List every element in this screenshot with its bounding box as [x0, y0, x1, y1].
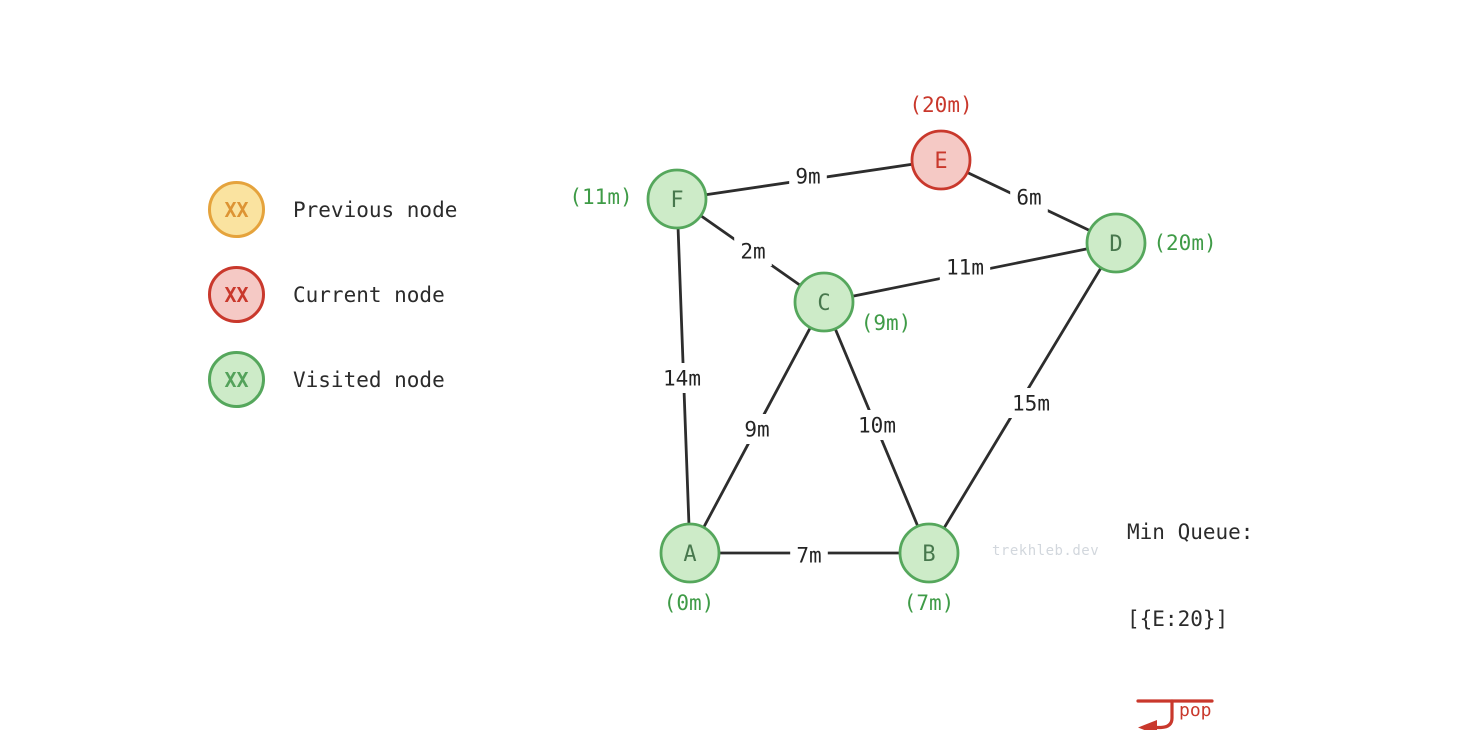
node-distance-F: (11m) [569, 185, 632, 209]
node-distance-E: (20m) [909, 93, 972, 117]
node-distance-C: (9m) [861, 311, 912, 335]
edge-weight-CD: 11m [946, 256, 984, 280]
edge-weight-AB: 7m [796, 544, 821, 568]
node-A [659, 522, 721, 584]
edge-weight-bg-CD [939, 252, 991, 282]
edge-weight-FA: 14m [663, 367, 701, 391]
legend-item-current: XX Current node [208, 266, 457, 323]
legend-item-previous: XX Previous node [208, 181, 457, 238]
node-letter-B: B [922, 542, 935, 567]
legend-circle-current: XX [208, 266, 265, 323]
watermark: trekhleb.dev [992, 543, 1100, 559]
min-queue-title: Min Queue: [1127, 520, 1254, 544]
edge-weight-FE: 9m [795, 165, 820, 189]
node-letter-C: C [817, 291, 830, 316]
node-distance-A: (0m) [664, 591, 715, 615]
edge-weight-bg-AC [738, 414, 776, 444]
legend-label-current: Current node [293, 282, 445, 307]
node-B [898, 522, 960, 584]
pop-annotation: pop [1127, 692, 1257, 730]
edge-weight-ED: 6m [1016, 186, 1041, 210]
pop-label: pop [1179, 700, 1212, 721]
node-letter-E: E [934, 149, 947, 174]
node-D [1085, 212, 1147, 274]
legend-label-previous: Previous node [293, 197, 458, 222]
node-C [793, 271, 855, 333]
edge-weight-bg-FA [656, 363, 708, 393]
legend-item-visited: XX Visited node [208, 351, 457, 408]
edge-weight-AC: 9m [744, 418, 769, 442]
edge-weight-BD: 15m [1012, 392, 1050, 416]
edge-weight-bg-AB [790, 540, 828, 570]
legend-circle-visited: XX [208, 351, 265, 408]
edge-weight-bg-ED [1010, 182, 1048, 212]
edge-weight-CB: 10m [858, 414, 896, 438]
node-letter-D: D [1109, 232, 1122, 257]
pop-arrow-icon [1136, 699, 1214, 730]
edge-weight-bg-BD [1005, 388, 1057, 418]
node-distance-B: (7m) [904, 591, 955, 615]
legend-label-visited: Visited node [293, 367, 445, 392]
legend-circle-previous: XX [208, 181, 265, 238]
node-letter-F: F [670, 188, 683, 213]
min-queue-value: [{E:20}] [1127, 607, 1229, 631]
edge-weight-bg-CB [851, 410, 903, 440]
node-E [910, 129, 972, 191]
edge-weight-FC: 2m [740, 240, 765, 264]
edge-weight-bg-FE [789, 161, 827, 191]
node-distance-D: (20m) [1153, 231, 1216, 255]
node-F [646, 168, 708, 230]
node-letter-A: A [683, 542, 696, 567]
edge-weight-bg-FC [734, 236, 772, 266]
min-queue-annotation: Min Queue: [{E:20}] pop [1127, 460, 1257, 730]
